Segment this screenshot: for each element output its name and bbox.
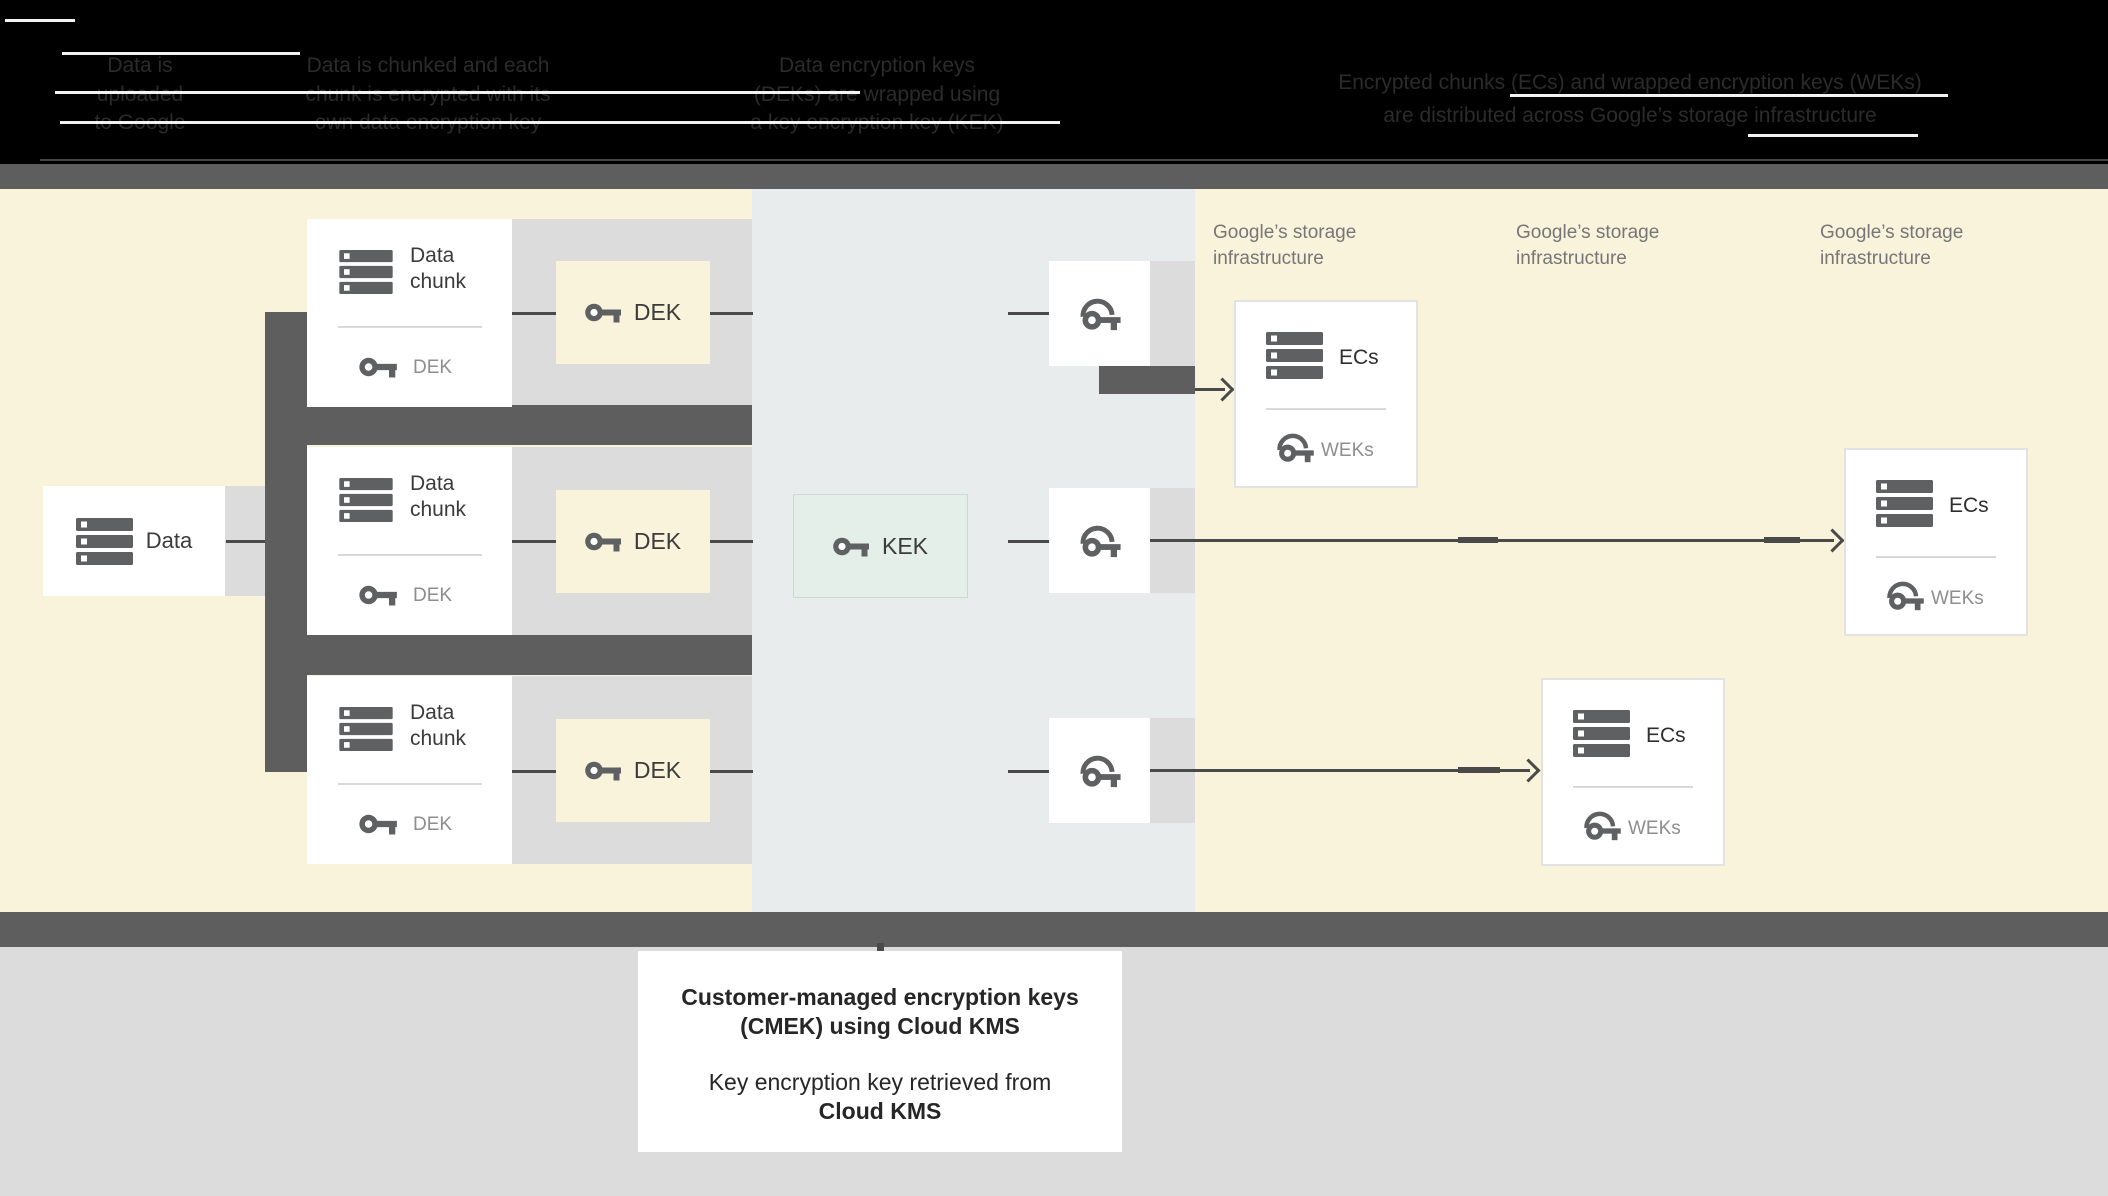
ec-weks-label: WEKs bbox=[1321, 440, 1374, 461]
key-wrap-box-3 bbox=[1049, 718, 1150, 823]
arrow3-dash bbox=[1458, 767, 1500, 773]
chunk-dek-label: DEK bbox=[413, 585, 453, 606]
wrap1-in-line bbox=[1008, 312, 1049, 315]
chunk-dek-label: DEK bbox=[413, 814, 453, 835]
ec-divider bbox=[1266, 408, 1386, 410]
arrow3-line bbox=[1150, 769, 1530, 772]
data-chunk-card-3: Data chunk DEK bbox=[307, 676, 512, 864]
wrapped-key-icon bbox=[1583, 810, 1621, 841]
ec-divider bbox=[1573, 786, 1693, 788]
database-icon bbox=[338, 250, 394, 294]
caption-line-1: Customer-managed encryption keys bbox=[681, 984, 1079, 1010]
arrow2-dash bbox=[1458, 537, 1498, 543]
dek-box-1: DEK bbox=[556, 261, 710, 364]
database-icon bbox=[75, 517, 133, 565]
key-wrap-box-2 bbox=[1049, 488, 1150, 593]
dek-box-3: DEK bbox=[556, 719, 710, 822]
key-icon bbox=[359, 813, 397, 835]
header-col-upload: Data is uploaded to Google bbox=[94, 54, 186, 134]
database-icon bbox=[338, 478, 394, 522]
caption-line-4: Cloud KMS bbox=[818, 1097, 942, 1124]
card-divider bbox=[338, 783, 482, 785]
chunk-gap-bar-2 bbox=[265, 635, 752, 675]
wrapped-key-icon bbox=[1886, 580, 1924, 611]
wrapped-key-icon bbox=[1079, 297, 1121, 331]
data-chunk-card-1: Data chunk DEK bbox=[307, 219, 512, 407]
kek-box-label: KEK bbox=[881, 532, 929, 559]
header-col-wrapped: Data encryption keys (DEKs) are wrapped … bbox=[750, 54, 1004, 134]
arrow1-line bbox=[1195, 388, 1225, 391]
header-streak bbox=[62, 52, 300, 55]
data-chunk-card-2: Data chunk DEK bbox=[307, 447, 512, 635]
ec-box-title: ECs bbox=[1949, 494, 1989, 517]
database-icon bbox=[1266, 332, 1323, 379]
ec-divider bbox=[1876, 556, 1996, 558]
ec-box-title: ECs bbox=[1339, 346, 1379, 369]
ec-weks-label: WEKs bbox=[1931, 588, 1984, 609]
database-icon bbox=[338, 707, 394, 751]
key-icon bbox=[585, 531, 621, 552]
key-icon bbox=[359, 356, 397, 378]
wrapped-key-icon bbox=[1079, 524, 1121, 558]
ec-box-3: ECs WEKs bbox=[1541, 678, 1725, 866]
chunk2-to-dek2-line bbox=[512, 540, 556, 543]
key-icon bbox=[359, 584, 397, 606]
wrap-box-shadow-1 bbox=[1150, 261, 1195, 366]
chunk3-to-dek3-line bbox=[512, 770, 556, 773]
dek-box-label: DEK bbox=[633, 757, 682, 783]
wrap2-in-line bbox=[1008, 540, 1049, 543]
storage-label-2: Google’s storage infrastructure bbox=[1516, 222, 1660, 269]
header-streak bbox=[1510, 94, 1948, 97]
wrap1-thick-arrow-bar bbox=[1099, 366, 1195, 394]
ec-box-2: ECs WEKs bbox=[1844, 448, 2028, 636]
arrow2-dash bbox=[1764, 537, 1800, 543]
kek-box: KEK bbox=[793, 494, 968, 598]
key-icon bbox=[585, 760, 621, 781]
chunk-card-title: Data chunk bbox=[410, 472, 467, 521]
chunk-tree-trunk bbox=[265, 312, 307, 772]
chunk-dek-label: DEK bbox=[413, 357, 453, 378]
dek1-out-line bbox=[710, 312, 753, 315]
caption-box: Customer-managed encryption keys (CMEK) … bbox=[638, 951, 1122, 1152]
key-icon bbox=[833, 536, 869, 557]
database-icon bbox=[1876, 480, 1933, 527]
dek-box-label: DEK bbox=[633, 528, 682, 554]
wrap3-in-line bbox=[1008, 770, 1049, 773]
header-streak bbox=[1748, 134, 1918, 137]
data-box-label: Data bbox=[145, 528, 193, 553]
ec-box-1: ECs WEKs bbox=[1234, 300, 1418, 488]
chunk-gap-bar-1 bbox=[265, 405, 752, 445]
header-col-distributed: Encrypted chunks (ECs) and wrapped encry… bbox=[1338, 71, 1922, 127]
dek-box-label: DEK bbox=[633, 299, 682, 325]
chunk1-to-dek1-line bbox=[512, 312, 556, 315]
ec-box-title: ECs bbox=[1646, 724, 1686, 747]
ec-weks-label: WEKs bbox=[1628, 818, 1681, 839]
header-streak bbox=[60, 121, 1060, 124]
data-to-trunk-line bbox=[226, 540, 265, 543]
storage-label-1: Google’s storage infrastructure bbox=[1213, 222, 1357, 269]
header-streak bbox=[5, 19, 75, 22]
key-icon bbox=[585, 302, 621, 323]
dek2-out-line bbox=[710, 540, 753, 543]
header-hairline bbox=[40, 159, 2108, 161]
caption-pointer-notch bbox=[877, 943, 884, 953]
dek-box-2: DEK bbox=[556, 490, 710, 593]
dek3-out-line bbox=[710, 770, 753, 773]
chunk-card-title: Data chunk bbox=[410, 244, 467, 293]
key-wrap-box-1 bbox=[1049, 261, 1150, 366]
bottom-separator-band bbox=[0, 912, 2108, 947]
card-divider bbox=[338, 326, 482, 328]
database-icon bbox=[1573, 710, 1630, 757]
data-box: Data bbox=[43, 486, 225, 596]
wrapped-key-icon bbox=[1276, 432, 1314, 463]
caption-line-3: Key encryption key retrieved from bbox=[708, 1069, 1052, 1095]
top-separator-band bbox=[0, 164, 2108, 189]
wrapped-key-icon bbox=[1079, 754, 1121, 788]
chunk-card-title: Data chunk bbox=[410, 701, 467, 750]
card-divider bbox=[338, 554, 482, 556]
header-streak bbox=[55, 91, 860, 94]
storage-label-3: Google’s storage infrastructure bbox=[1820, 222, 1964, 269]
caption-line-2: (CMEK) using Cloud KMS bbox=[740, 1012, 1020, 1039]
header-col-chunked: Data is chunked and each chunk is encryp… bbox=[305, 54, 551, 134]
